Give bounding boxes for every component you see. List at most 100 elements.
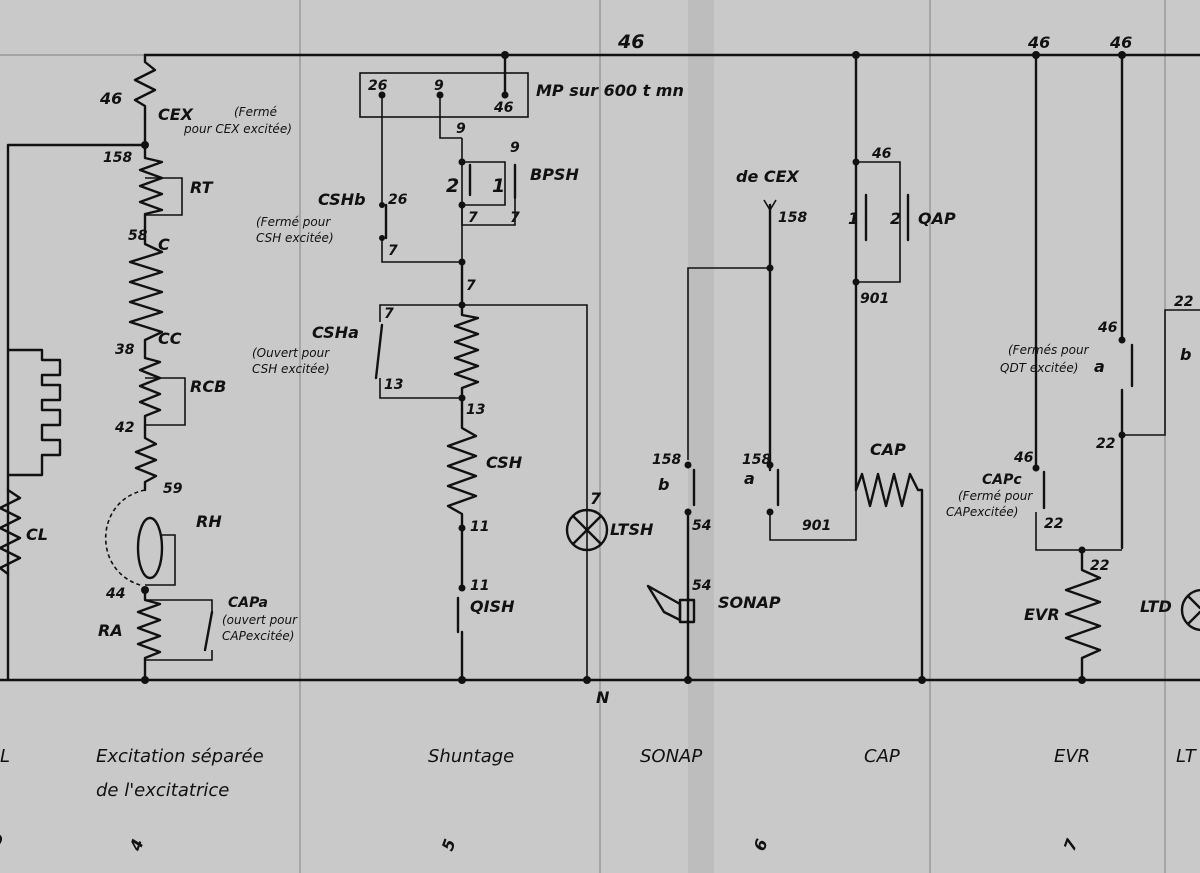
bus-46-label: 46 xyxy=(617,31,644,53)
rt-label: RT xyxy=(190,178,214,197)
caption-shuntage: Shuntage xyxy=(428,746,514,767)
cap-coil-label: CAP xyxy=(870,440,906,459)
mp-node-26: 26 xyxy=(368,78,388,94)
cshb-node-7: 7 xyxy=(388,243,398,259)
node-11: 11 xyxy=(470,519,489,535)
node-59: 59 xyxy=(163,481,183,497)
bpsh-node-9-right: 9 xyxy=(510,140,520,156)
qdt-a-label: a xyxy=(1094,357,1105,376)
ltsh-node-7: 7 xyxy=(590,489,602,508)
csha-node-13: 13 xyxy=(384,377,403,393)
evr-node-22-top: 22 xyxy=(1174,294,1193,310)
sonap-node-158-top: 158 xyxy=(778,210,807,226)
node-42: 42 xyxy=(114,420,134,436)
cex-note-line2: pour CEX excitée) xyxy=(183,122,292,136)
caption-sonap: SONAP xyxy=(640,746,702,767)
node-46: 46 xyxy=(99,89,122,108)
bus-46-label-right-a: 46 xyxy=(1027,33,1050,52)
caption-cap: CAP xyxy=(864,746,900,767)
cap-node-901: 901 xyxy=(860,291,889,307)
mp-node-9: 9 xyxy=(434,78,444,94)
c-label: C xyxy=(158,235,170,254)
bpsh-node-7-left: 7 xyxy=(468,210,478,226)
evr-node-46: 46 xyxy=(1097,320,1118,336)
capa-label: CAPa xyxy=(228,595,268,611)
sonap-node-901: 901 xyxy=(802,518,831,534)
node-44: 44 xyxy=(105,586,125,602)
sonap-horn-label: SONAP xyxy=(718,593,781,612)
node-58: 58 xyxy=(128,228,148,244)
ltd-label: LTD xyxy=(1140,597,1172,616)
qish-label: QISH xyxy=(470,597,515,616)
mp-label: MP sur 600 t mn xyxy=(536,81,684,100)
caption-cl-fragment: L xyxy=(0,746,10,767)
csha-note-line2: CSH excitée) xyxy=(252,362,330,376)
capa-note-line1: (ouvert pour xyxy=(222,613,298,627)
sonap-b-node-158: 158 xyxy=(652,452,681,468)
qdt-note-line2: QDT excitée) xyxy=(1000,361,1078,375)
capa-note-line2: CAPexcitée) xyxy=(222,629,294,643)
qdt-note-line1: (Fermés pour xyxy=(1008,343,1090,357)
csha-note-line1: (Ouvert pour xyxy=(252,346,330,360)
cex-label: CEX xyxy=(158,105,194,124)
caption-excitation-line2: de l'excitatrice xyxy=(96,780,229,801)
sonap-a-label: a xyxy=(744,469,755,488)
node-158: 158 xyxy=(103,150,132,166)
rh-label: RH xyxy=(196,512,222,531)
section-shuntage: 26 9 46 MP sur 600 t mn 9 9 2 1 BPSH 7 7… xyxy=(252,51,684,684)
sonap-b-label: b xyxy=(658,475,669,494)
section-evr: 46 a (Fermés pour QDT excitée) 22 22 b 4… xyxy=(946,51,1200,684)
capc-note-line2: CAPexcitée) xyxy=(946,505,1018,519)
capc-node-22: 22 xyxy=(1044,516,1063,532)
cc-label: CC xyxy=(158,329,182,348)
caption-excitation-line1: Excitation séparée xyxy=(96,746,264,767)
ltsh-label: LTSH xyxy=(610,520,654,539)
cshb-note-line2: CSH excitée) xyxy=(256,231,334,245)
sonap-node-54b: 54 xyxy=(692,578,711,594)
de-cex-label: de CEX xyxy=(736,167,800,186)
capc-node-46: 46 xyxy=(1013,450,1034,466)
capc-label: CAPc xyxy=(982,472,1022,488)
sonap-node-54: 54 xyxy=(692,518,711,534)
node-7: 7 xyxy=(466,278,476,294)
section-sonap: de CEX 158 158 b 54 54 SONAP 158 a 901 xyxy=(646,167,857,684)
cex-note-line1: (Fermé xyxy=(234,105,277,119)
cl-label: CL xyxy=(26,525,48,544)
section-cap: 46 1 2 QAP 901 CAP xyxy=(848,51,956,684)
node-38: 38 xyxy=(115,342,135,358)
paper-fold xyxy=(688,0,714,873)
section-excitation: 46 CEX (Fermé pour CEX excitée) 158 RT 5… xyxy=(0,53,298,684)
bpsh-label: BPSH xyxy=(530,165,579,184)
evr-coil-label: EVR xyxy=(1024,605,1060,624)
node-11b: 11 xyxy=(470,578,489,594)
csh-label: CSH xyxy=(486,453,523,472)
qap-label: QAP xyxy=(918,209,956,228)
evr-coil-node-22: 22 xyxy=(1090,558,1109,574)
caption-lt-fragment: LT xyxy=(1176,746,1198,767)
page-number-5a: 5 xyxy=(0,829,8,846)
node-13: 13 xyxy=(466,402,485,418)
qap-contact-2: 2 xyxy=(890,209,901,228)
bus-lines xyxy=(0,53,1200,682)
ra-label: RA xyxy=(98,621,123,640)
bpsh-contact-1: 1 xyxy=(492,175,505,197)
qap-contact-1: 1 xyxy=(848,209,859,228)
cshb-label: CSHb xyxy=(318,190,366,209)
bus-46-label-right-b: 46 xyxy=(1109,33,1132,52)
sonap-a-node-158: 158 xyxy=(742,452,771,468)
evr-node-22: 22 xyxy=(1096,436,1115,452)
section-captions: L Excitation séparée de l'excitatrice Sh… xyxy=(0,746,1198,801)
cshb-node-26: 26 xyxy=(388,192,408,208)
cshb-note-line1: (Fermé pour xyxy=(256,215,331,229)
csha-node-7: 7 xyxy=(384,306,394,322)
csha-label: CSHa xyxy=(312,323,359,342)
qdt-b-label: b xyxy=(1180,345,1191,364)
mp-node-46: 46 xyxy=(493,100,514,116)
bpsh-contact-2: 2 xyxy=(446,175,459,197)
rcb-label: RCB xyxy=(190,377,226,396)
bus-neutral-label: N xyxy=(596,688,610,707)
bpsh-node-9-left: 9 xyxy=(456,121,466,137)
caption-evr: EVR xyxy=(1054,746,1090,767)
capc-note-line1: (Fermé pour xyxy=(958,489,1033,503)
